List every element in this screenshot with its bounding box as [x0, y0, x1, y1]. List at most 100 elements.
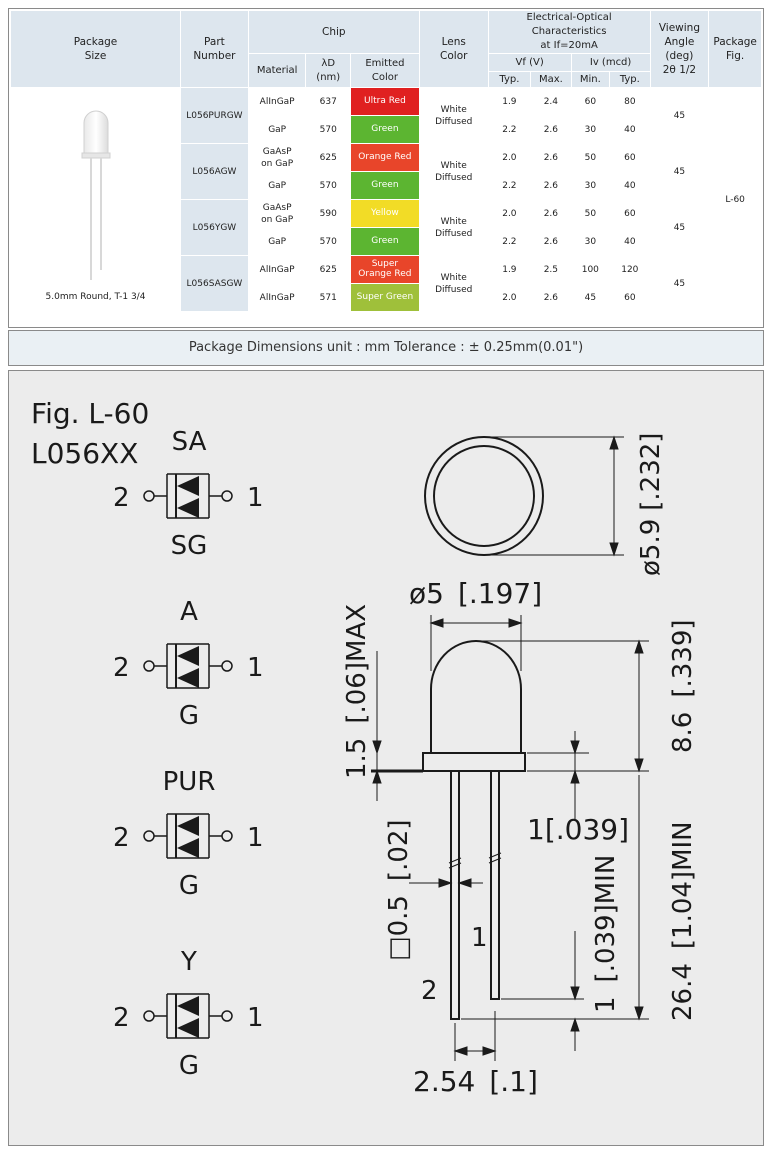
- lead-length-label: 26.4[1.04]MIN: [668, 821, 698, 1021]
- vf-typ-cell: 2.0: [487, 283, 532, 312]
- header-chip: Chip: [247, 10, 420, 54]
- iv-min-cell: 30: [570, 115, 611, 144]
- vf-typ-cell: 2.2: [487, 171, 532, 200]
- symbol-top-label: A: [180, 597, 198, 627]
- viewing-angle-cell: 45: [649, 199, 710, 256]
- iv-min-cell: 30: [570, 227, 611, 256]
- color-swatch: Orange Red: [351, 144, 419, 171]
- symbol-top-label: PUR: [163, 767, 216, 797]
- vf-typ-cell: 1.9: [487, 87, 532, 116]
- symbol-right-pin: 1: [247, 483, 264, 513]
- lambda-cell: 570: [305, 115, 351, 144]
- emitted-color-cell: Green: [350, 115, 420, 144]
- package-dimensions-text: Package Dimensions unit : mm Tolerance :…: [188, 340, 584, 355]
- diode-symbol: SA SG 2 1: [113, 427, 264, 561]
- iv-typ-cell: 60: [609, 199, 651, 228]
- package-dimensions-bar: Package Dimensions unit : mm Tolerance :…: [8, 330, 764, 366]
- part-number: L056PURGW: [180, 87, 249, 144]
- header-vf-max: Max.: [530, 71, 572, 88]
- iv-typ-cell: 120: [609, 255, 651, 284]
- package-fig-cell: L-60: [708, 87, 762, 312]
- vf-max-cell: 2.6: [530, 227, 572, 256]
- iv-typ-cell: 60: [609, 143, 651, 172]
- symbol-right-pin: 1: [247, 823, 264, 853]
- iv-typ-cell: 40: [609, 115, 651, 144]
- symbol-left-pin: 2: [113, 483, 130, 513]
- vf-typ-cell: 2.2: [487, 115, 532, 144]
- iv-typ-cell: 40: [609, 227, 651, 256]
- symbol-bottom-label: G: [179, 1051, 199, 1081]
- pin-2-label: 2: [421, 976, 438, 1006]
- lambda-cell: 637: [305, 87, 351, 116]
- top-diameter-label: ø5.9[.232]: [636, 433, 666, 576]
- vf-max-cell: 2.6: [530, 171, 572, 200]
- part-number: L056SASGW: [180, 255, 249, 312]
- symbol-top-label: Y: [180, 947, 197, 977]
- lambda-cell: 590: [305, 199, 351, 228]
- material-cell: GaP: [247, 227, 307, 256]
- header-vf-typ: Typ.: [487, 71, 532, 88]
- package-cell: 5.0mm Round, T-1 3/4: [9, 87, 182, 312]
- viewing-angle-cell: 45: [649, 143, 710, 200]
- color-swatch: Yellow: [351, 200, 419, 227]
- iv-min-cell: 100: [570, 255, 611, 284]
- vf-typ-cell: 2.2: [487, 227, 532, 256]
- vf-max-cell: 2.6: [530, 115, 572, 144]
- symbol-top-label: SA: [172, 427, 207, 457]
- iv-min-cell: 50: [570, 199, 611, 228]
- led-image: [81, 110, 110, 280]
- color-swatch: Green: [351, 172, 419, 199]
- vf-typ-cell: 2.0: [487, 143, 532, 172]
- vf-typ-cell: 2.0: [487, 199, 532, 228]
- vf-max-cell: 2.5: [530, 255, 572, 284]
- material-cell: AlInGaP: [247, 255, 307, 284]
- header-lambda-d: λD(nm): [305, 53, 351, 88]
- vf-max-cell: 2.4: [530, 87, 572, 116]
- lead-square-label: □0.5[.02]: [384, 819, 414, 961]
- lambda-cell: 571: [305, 283, 351, 312]
- header-iv-min: Min.: [570, 71, 611, 88]
- dome-height-label: 8.6[.339]: [668, 619, 698, 753]
- spec-table-frame: [8, 8, 764, 328]
- iv-min-cell: 60: [570, 87, 611, 116]
- header-material: Material: [247, 53, 307, 88]
- iv-min-cell: 50: [570, 143, 611, 172]
- viewing-angle-cell: 45: [649, 255, 710, 312]
- iv-min-cell: 30: [570, 171, 611, 200]
- lambda-cell: 625: [305, 255, 351, 284]
- symbol-left-pin: 2: [113, 653, 130, 683]
- symbol-right-pin: 1: [247, 1003, 264, 1033]
- emitted-color-cell: Ultra Red: [350, 87, 420, 116]
- color-swatch: Green: [351, 116, 419, 143]
- header-vf: Vf (V): [487, 53, 572, 72]
- emitted-color-cell: Yellow: [350, 199, 420, 228]
- symbol-bottom-label: G: [179, 871, 199, 901]
- pin-1-label: 1: [471, 923, 488, 953]
- color-swatch: Super Green: [351, 284, 419, 311]
- side-view: [371, 615, 649, 1061]
- lambda-cell: 570: [305, 171, 351, 200]
- top-view: [424, 435, 624, 557]
- material-cell: GaP: [247, 171, 307, 200]
- symbol-bottom-label: SG: [171, 531, 208, 561]
- iv-min-cell: 45: [570, 283, 611, 312]
- viewing-angle-cell: 45: [649, 87, 710, 144]
